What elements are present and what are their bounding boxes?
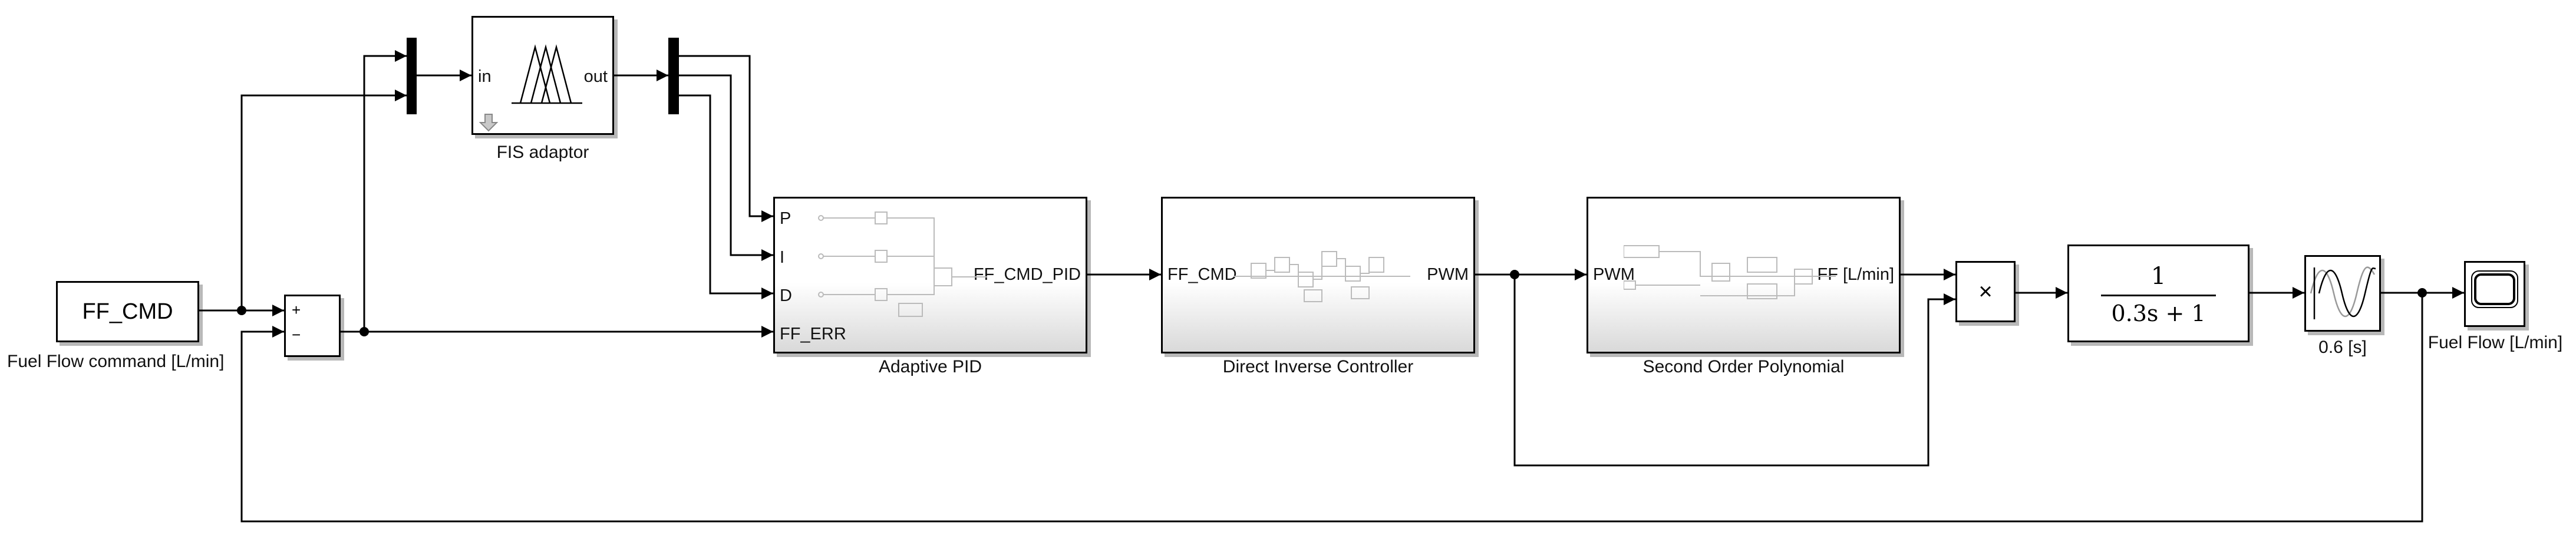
product-block[interactable]: × <box>1955 261 2016 322</box>
line-demux-P <box>679 55 773 222</box>
fis-caption: FIS adaptor <box>496 143 589 162</box>
sum-block[interactable]: + − <box>284 295 341 357</box>
tf-numerator: 1 <box>2150 263 2166 290</box>
sum-minus-sign: − <box>292 326 301 343</box>
scope-screen-icon <box>2471 270 2518 308</box>
tf-denominator: 0.3s + 1 <box>2111 300 2206 326</box>
fis-in-port: in <box>478 67 492 86</box>
direct-inverse-caption: Direct Inverse Controller <box>1222 357 1414 376</box>
second-order-caption: Second Order Polynomial <box>1642 357 1845 376</box>
adaptive-pid-caption: Adaptive PID <box>878 357 982 376</box>
scope-block[interactable] <box>2464 261 2525 327</box>
transport-delay-icon <box>2310 266 2376 319</box>
sop-port-out: FF [L/min] <box>1817 265 1894 284</box>
transfer-function-block[interactable]: 1 0.3s + 1 <box>2067 244 2250 342</box>
sum-plus-sign: + <box>292 301 301 319</box>
pid-port-out: FF_CMD_PID <box>973 265 1081 284</box>
line-ffcmd-to-mux <box>240 90 407 310</box>
line-demux-I <box>679 74 773 261</box>
second-order-block[interactable]: PWM FF [L/min] <box>1587 197 1901 353</box>
pid-port-d: D <box>780 286 792 305</box>
line-feedback <box>240 293 2423 523</box>
dic-port-out: PWM <box>1427 265 1469 284</box>
pid-port-fferr: FF_ERR <box>780 325 846 343</box>
ff-cmd-label: FF_CMD <box>82 299 173 324</box>
ff-cmd-block[interactable]: FF_CMD <box>56 281 199 342</box>
fis-adaptor-block[interactable]: in out <box>471 16 614 135</box>
branch-point <box>237 306 246 315</box>
delay-caption: 0.6 [s] <box>2318 338 2367 357</box>
arrow-down-icon <box>479 114 499 132</box>
product-symbol: × <box>1978 278 1993 305</box>
adaptive-pid-block[interactable]: P I D FF_ERR FF_CMD_PID <box>773 197 1087 353</box>
mux-block[interactable] <box>407 38 417 114</box>
ff-cmd-caption: Fuel Flow command [L/min] <box>7 352 225 371</box>
demux-block[interactable] <box>668 38 679 114</box>
line-error-to-mux <box>363 50 407 332</box>
fuzzy-membership-icon <box>512 44 582 104</box>
scope-caption: Fuel Flow [L/min] <box>2427 333 2563 352</box>
line-pwm-branch <box>1513 275 1955 467</box>
pid-port-p: P <box>780 209 791 228</box>
tf-fraction-bar <box>2101 295 2216 296</box>
dic-port-in: FF_CMD <box>1167 265 1237 284</box>
subsystem-preview-icon <box>818 211 987 317</box>
branch-point <box>2417 288 2427 298</box>
subsystem-preview-icon <box>1233 251 1410 302</box>
branch-point <box>359 327 369 336</box>
pid-port-i: I <box>780 248 785 267</box>
branch-point <box>1510 270 1519 279</box>
line-demux-D <box>679 94 773 299</box>
fis-out-port: out <box>583 67 608 86</box>
transport-delay-block[interactable] <box>2304 255 2381 332</box>
subsystem-preview-icon <box>1624 245 1836 299</box>
direct-inverse-block[interactable]: FF_CMD PWM <box>1161 197 1475 353</box>
